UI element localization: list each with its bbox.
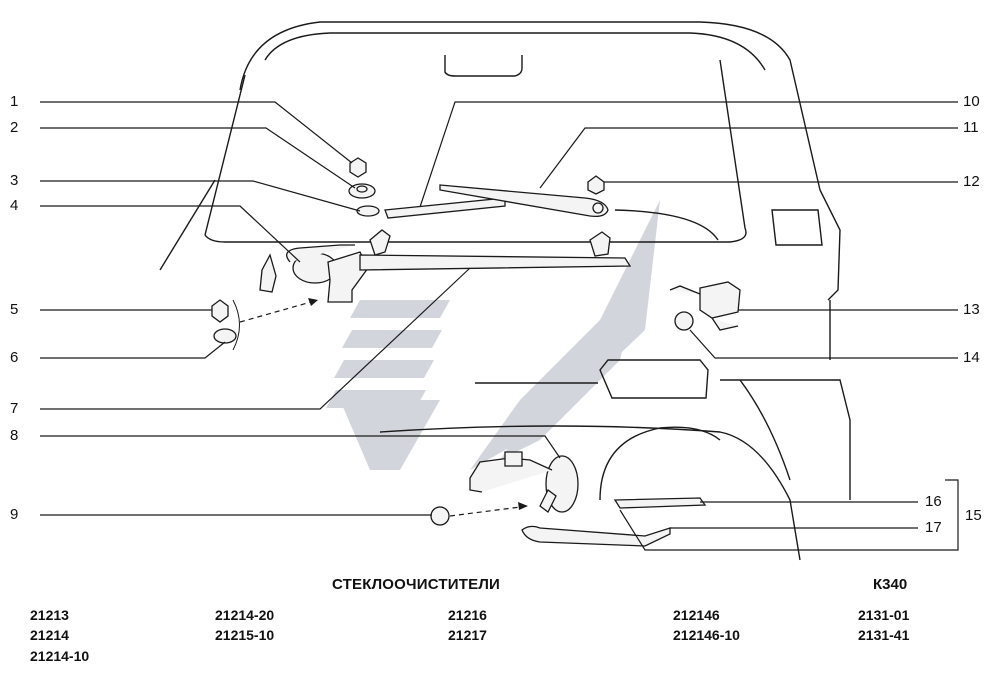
watermark-logo (326, 200, 660, 470)
front-wiper-arm (439, 184, 609, 218)
relay (699, 281, 741, 319)
callout-6: 6 (10, 349, 19, 366)
model-code: 21213 (30, 607, 69, 623)
callout-3: 3 (10, 172, 19, 189)
callout-2: 2 (10, 119, 19, 136)
wiper-linkage (359, 254, 632, 271)
grommet (674, 311, 694, 331)
washer-part (213, 328, 237, 344)
model-code: 21214 (30, 627, 69, 643)
washer-part (356, 205, 380, 217)
car-body-outline (159, 21, 851, 561)
model-code: 2131-41 (858, 627, 910, 643)
rear-wiper-blade (613, 497, 707, 509)
model-code: 21214-20 (215, 607, 275, 623)
diagram-title: СТЕКЛООЧИСТИТЕЛИ (332, 576, 501, 593)
model-code: 21215-10 (215, 627, 275, 643)
model-code: 21216 (448, 607, 487, 623)
model-code: 21217 (448, 627, 487, 643)
wiper-parts (211, 157, 741, 547)
model-code: 2131-01 (858, 607, 910, 623)
callout-1: 1 (10, 93, 19, 110)
model-code: 212146 (673, 607, 720, 623)
callout-5: 5 (10, 301, 19, 318)
nut-part (430, 506, 450, 526)
callout-12: 12 (963, 173, 980, 190)
rear-wiper-arm (521, 525, 671, 547)
bracket-line (232, 299, 240, 351)
leader-lines (40, 101, 959, 551)
callout-14: 14 (963, 349, 980, 366)
diagram-code: К340 (873, 576, 908, 593)
callout-16: 16 (925, 493, 942, 510)
callout-11: 11 (963, 119, 979, 136)
nut-part (211, 299, 229, 323)
front-wiper-blade (384, 197, 506, 219)
callout-15: 15 (965, 507, 982, 524)
callout-8: 8 (10, 427, 19, 444)
callout-4: 4 (10, 197, 19, 214)
model-code: 21214-10 (30, 648, 90, 664)
callout-17: 17 (925, 519, 942, 536)
assembly-arrows (239, 299, 529, 517)
cap-part (587, 175, 605, 195)
callout-7: 7 (10, 400, 19, 417)
callout-13: 13 (963, 301, 980, 318)
arrow-heads (308, 298, 528, 510)
nut-part (349, 157, 367, 178)
model-code: 212146-10 (673, 627, 740, 643)
callout-10: 10 (963, 93, 980, 110)
callout-9: 9 (10, 506, 19, 523)
